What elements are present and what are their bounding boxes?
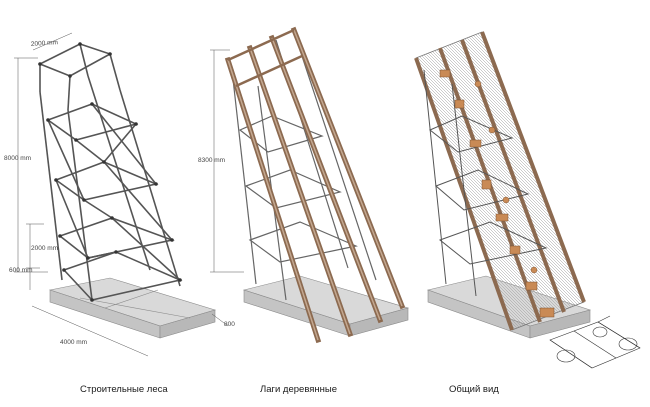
height-timber-label: 8300 mm	[198, 157, 225, 164]
furniture-objects	[439, 69, 555, 318]
concrete-base	[48, 277, 217, 339]
overall-panel	[414, 31, 641, 369]
scaffold-panel: 2000 mm 8000 mm 2000 mm 600 mm 4000 mm 8…	[4, 32, 235, 357]
timber-crossbars	[227, 28, 303, 88]
top-width-label: 2000 mm	[31, 39, 59, 48]
caption-timber: Лаги деревянные	[260, 384, 338, 395]
timber-panel: 8300 mm	[198, 26, 410, 344]
timber-base	[242, 275, 410, 337]
dimension-lines	[14, 32, 229, 357]
base-length-label: 4000 mm	[60, 339, 87, 346]
caption-overall: Общий вид	[449, 384, 499, 395]
height-scaffold-label: 8000 mm	[4, 155, 31, 162]
base-height-label: 600 mm	[9, 267, 32, 274]
scaffold-couplers	[38, 42, 182, 302]
timber-dim-line	[210, 49, 244, 273]
overall-scaffold	[423, 69, 548, 297]
caption-scaffold: Строительные леса	[80, 384, 168, 395]
trailer-wireframe	[549, 315, 641, 369]
timber-joist-highlights	[227, 29, 403, 341]
lower-height-label: 2000 mm	[31, 245, 58, 252]
scaffold-frame	[38, 43, 183, 301]
base-width-label: 800	[224, 321, 235, 328]
